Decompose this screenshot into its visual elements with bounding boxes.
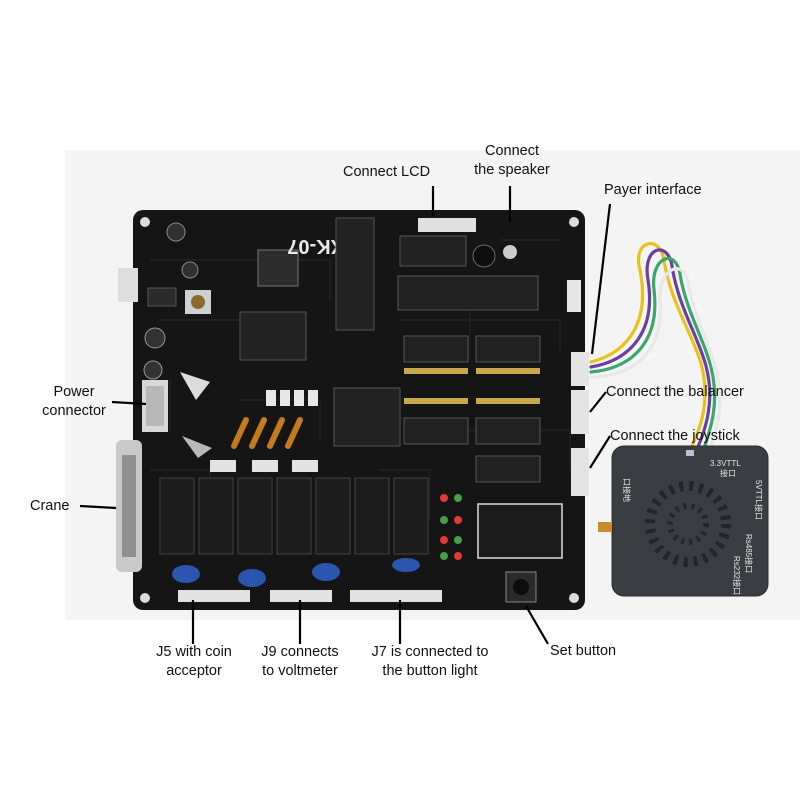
label-crane: Crane <box>30 498 70 514</box>
power-connector <box>142 380 168 432</box>
j7-header <box>350 590 442 602</box>
module-text-ground: 口接地 <box>622 478 632 502</box>
label-j5-line2: acceptor <box>166 663 222 679</box>
ceramic-capacitors <box>266 390 318 406</box>
regulator <box>147 287 177 307</box>
mounting-holes <box>140 217 579 603</box>
j9-header <box>270 590 332 602</box>
electrolytic-capacitors <box>143 222 199 380</box>
label-set-button: Set button <box>550 643 617 659</box>
module-text-5v: 5VTTL接口 <box>754 480 764 520</box>
potentiometer-knob <box>191 295 205 309</box>
glare-2 <box>182 436 212 458</box>
balancer-header <box>571 390 589 434</box>
ic-chips <box>239 217 541 483</box>
label-j9: J9 connects to voltmeter <box>250 643 350 681</box>
transistors <box>210 460 318 472</box>
j5-header <box>178 590 250 602</box>
leader-payer <box>590 203 612 355</box>
speaker-grille <box>645 481 731 567</box>
blue-capacitors <box>172 558 420 587</box>
label-payer-interface: Payer interface <box>604 182 702 198</box>
wire-bundle <box>589 242 722 458</box>
inductor <box>257 249 299 287</box>
label-j7-line1: J7 is connected to <box>371 644 489 660</box>
buzzer <box>472 244 496 268</box>
bluetooth-footprint <box>477 503 563 559</box>
interface-module: 3.3VTTL 接口 5VTTL接口 Rs485接口 Rs232接口 口接地 <box>598 445 769 597</box>
label-j5-line1: J5 with coin <box>156 644 232 660</box>
leader-set-button <box>525 605 549 645</box>
label-j9-line1: J9 connects <box>261 644 339 660</box>
board-model-label: XK-07 <box>287 235 344 257</box>
module-text-232: Rs232接口 <box>732 556 742 595</box>
joystick-header <box>571 448 589 496</box>
label-j7-line2: the button light <box>382 663 478 679</box>
glare <box>180 372 210 400</box>
leader-crane <box>79 504 117 510</box>
label-connect-joystick: Connect the joystick <box>610 428 740 444</box>
crane-db25-connector <box>116 440 142 572</box>
label-j7: J7 is connected to the button light <box>355 643 505 681</box>
leds <box>440 494 462 560</box>
main-pcb: XK-07 <box>116 210 589 610</box>
payer-header <box>571 352 589 386</box>
label-connect-balancer: Connect the balancer <box>606 384 744 400</box>
module-text-3v3: 3.3VTTL <box>710 459 741 468</box>
label-connect-lcd: Connect LCD <box>343 164 431 180</box>
lcd-header <box>418 218 476 232</box>
right-pin-header <box>567 280 581 312</box>
small-capacitor <box>503 245 517 259</box>
label-power-line2: connector <box>42 403 106 419</box>
antenna-connector <box>598 522 612 532</box>
module-text-485: Rs485接口 <box>744 534 754 573</box>
leader-power <box>111 400 147 406</box>
leader-balancer <box>589 391 607 413</box>
label-j5: J5 with coin acceptor <box>144 643 244 681</box>
label-connect-speaker-line1: Connect <box>484 143 539 159</box>
label-connect-speaker-line2: the speaker <box>474 162 550 178</box>
label-connect-speaker: Connect the speaker <box>466 142 558 180</box>
label-j9-line2: to voltmeter <box>262 663 338 679</box>
set-button-component <box>505 571 537 603</box>
relay-bank <box>159 477 429 555</box>
module-text-port: 接口 <box>720 468 736 478</box>
resistor-arrays <box>404 368 540 404</box>
label-power-connector: Power connector <box>34 383 114 421</box>
leader-joystick <box>589 435 611 469</box>
left-pin-header <box>118 268 138 302</box>
label-power-line1: Power <box>53 384 95 400</box>
diodes <box>231 417 303 449</box>
